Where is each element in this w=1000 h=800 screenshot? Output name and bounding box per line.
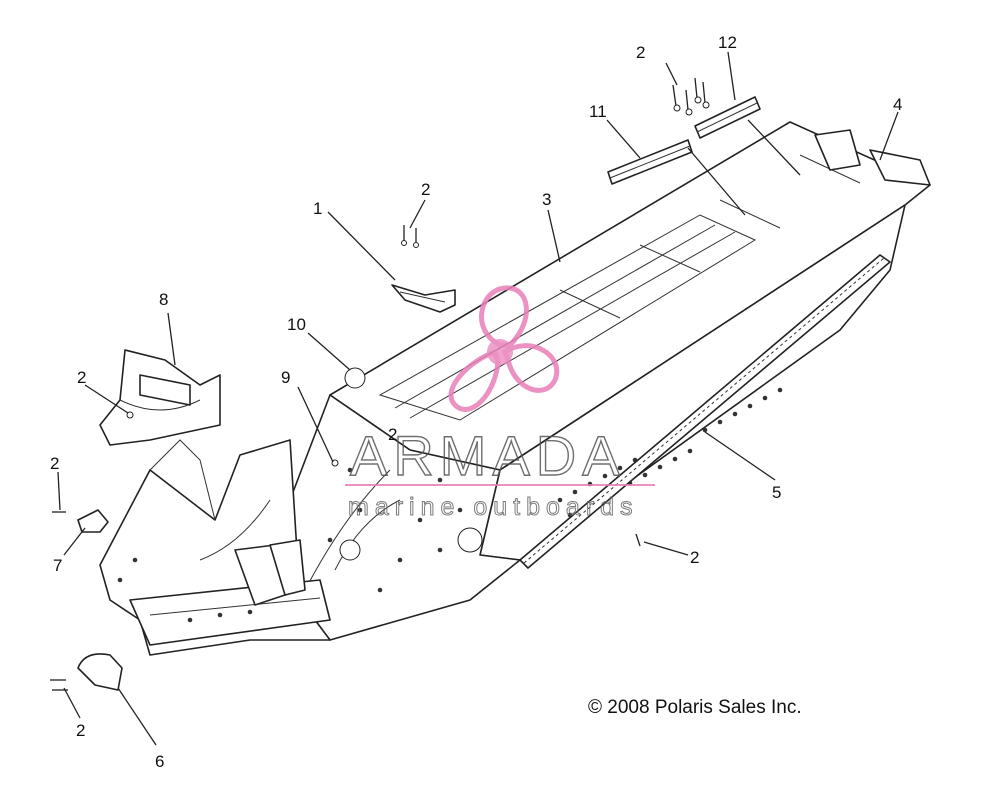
callout-3: 3 [542, 190, 551, 209]
bracket-part-1 [391, 284, 456, 313]
callout-6: 6 [155, 752, 164, 771]
copyright-notice: © 2008 Polaris Sales Inc. [588, 697, 802, 718]
callout-2-part6: 2 [76, 721, 85, 740]
leader-lines [57, 51, 899, 746]
watermark-brand: ARMADA [350, 424, 626, 487]
callout-11: 11 [589, 102, 607, 121]
callout-labels: 1 2 3 4 5 6 7 8 9 10 11 12 2 2 2 2 2 2 [50, 33, 902, 771]
strip-part-12 [694, 96, 761, 139]
callout-10: 10 [287, 315, 306, 334]
callout-2-center: 2 [388, 425, 397, 444]
callout-2: 2 [421, 180, 430, 199]
chassis-tunnel [289, 121, 931, 641]
bracket-part-6 [77, 653, 123, 691]
callout-8: 8 [159, 290, 168, 309]
callout-1: 1 [313, 199, 322, 218]
callout-2-top: 2 [636, 43, 645, 62]
bracket-part-8 [99, 349, 221, 446]
callout-4: 4 [893, 95, 902, 114]
callout-5: 5 [772, 483, 781, 502]
strip-part-11 [607, 139, 693, 185]
running-board-rail [519, 254, 891, 569]
callout-2-rail: 2 [690, 548, 699, 567]
front-frame-assembly [99, 439, 331, 656]
callout-7: 7 [53, 556, 62, 575]
callout-9: 9 [281, 368, 290, 387]
callout-2-part8: 2 [77, 368, 86, 387]
watermark: ARMADA marine outboards [345, 285, 655, 522]
bracket-part-7 [77, 509, 109, 533]
watermark-tagline: marine outboards [348, 493, 639, 521]
propeller-logo-icon [448, 285, 560, 412]
callout-2-part7: 2 [50, 454, 59, 473]
fasteners [50, 77, 710, 691]
callout-12: 12 [718, 33, 737, 52]
